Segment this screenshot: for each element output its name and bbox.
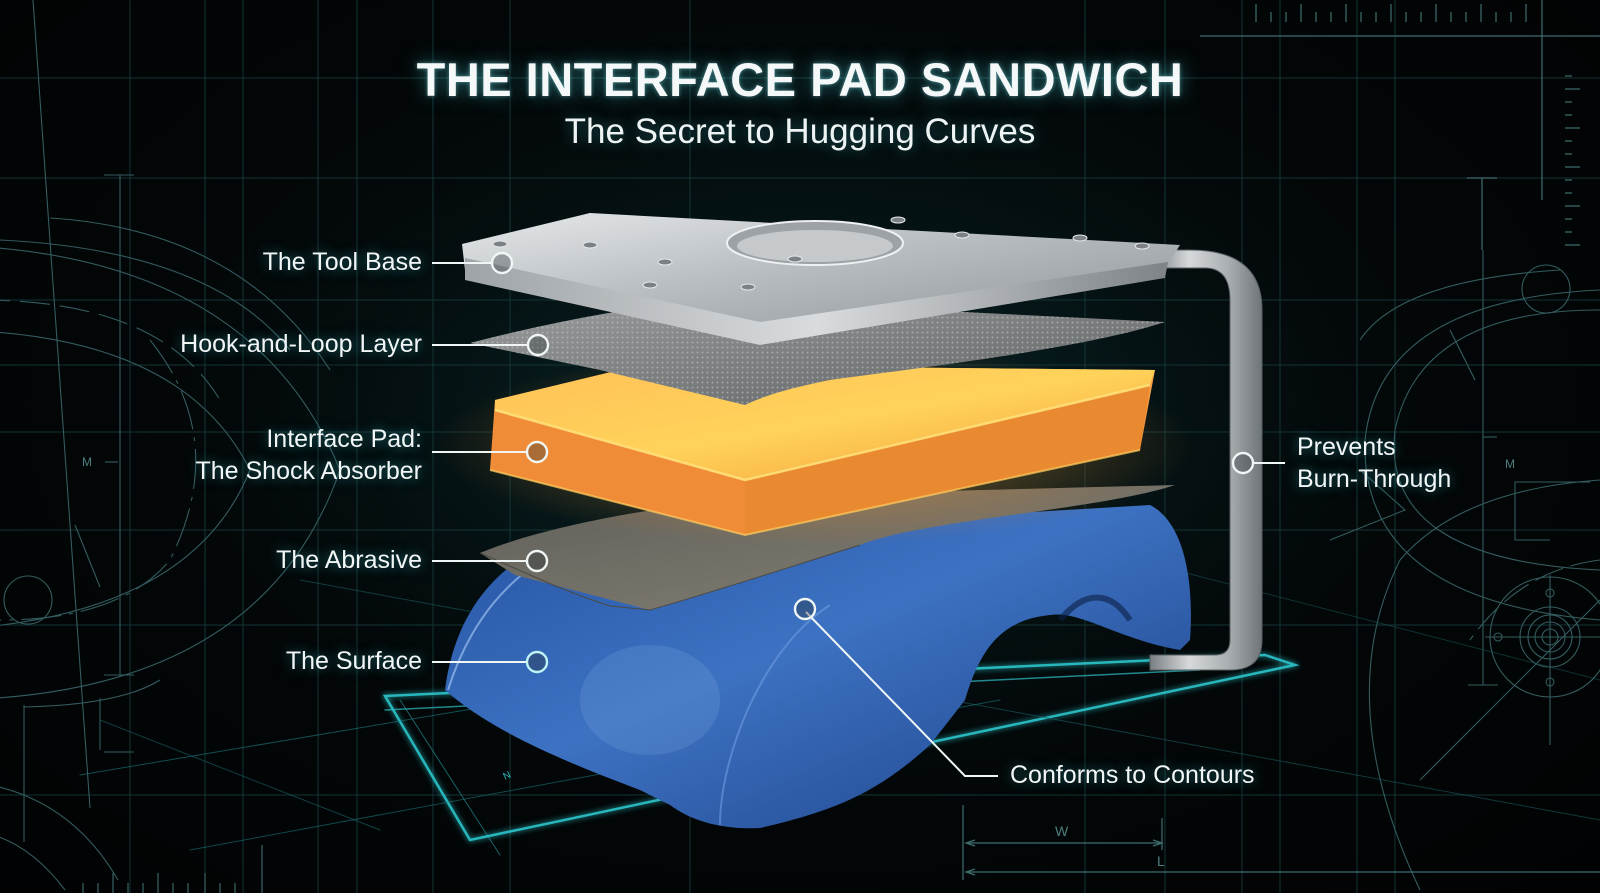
callout-interface-pad: Interface Pad: The Shock Absorber	[195, 423, 422, 487]
callout-conforms-text: Conforms to Contours	[1010, 761, 1255, 789]
interface-pad-foam	[489, 365, 1155, 537]
callout-prevents-line1: Prevents	[1297, 433, 1396, 461]
hook-and-loop-mesh	[470, 300, 1165, 405]
callout-hook-and-loop-text: Hook-and-Loop Layer	[180, 330, 422, 358]
callout-interface-pad-line2: The Shock Absorber	[195, 457, 422, 485]
callout-hook-and-loop: Hook-and-Loop Layer	[180, 328, 422, 360]
page-subtitle: The Secret to Hugging Curves	[564, 112, 1036, 151]
callout-surface-text: The Surface	[285, 647, 422, 675]
dim-mark-l: L	[1157, 853, 1165, 869]
page-title: THE INTERFACE PAD SANDWICH	[416, 53, 1184, 106]
dim-mark-right: M	[1505, 457, 1515, 471]
callout-prevents-burn-through: Prevents Burn-Through	[1297, 431, 1451, 495]
callout-node-surface	[525, 650, 549, 674]
callout-prevents-line2: Burn-Through	[1297, 465, 1452, 493]
dim-mark-w: W	[1055, 823, 1069, 839]
callout-node-abrasive	[525, 549, 549, 573]
callout-abrasive: The Abrasive	[276, 544, 422, 576]
callout-node-hook-loop	[526, 333, 550, 357]
callout-abrasive-text: The Abrasive	[276, 546, 422, 574]
callout-interface-pad-line1: Interface Pad:	[266, 425, 422, 453]
dim-mark-left: M	[82, 455, 92, 469]
callout-node-tool-base	[490, 251, 514, 275]
dim-mark-floor: N	[502, 770, 513, 783]
tool-base-bracket-arm	[1149, 249, 1263, 671]
tool-base-plate	[462, 213, 1180, 345]
callout-tool-base-text: The Tool Base	[262, 248, 422, 276]
callout-tool-base: The Tool Base	[263, 246, 422, 278]
callout-node-prevents	[1231, 451, 1255, 475]
callout-conforms-to-contours: Conforms to Contours	[1010, 759, 1255, 791]
callout-surface: The Surface	[286, 645, 422, 677]
callout-node-interface-pad	[525, 440, 549, 464]
callout-node-conforms	[793, 597, 817, 621]
